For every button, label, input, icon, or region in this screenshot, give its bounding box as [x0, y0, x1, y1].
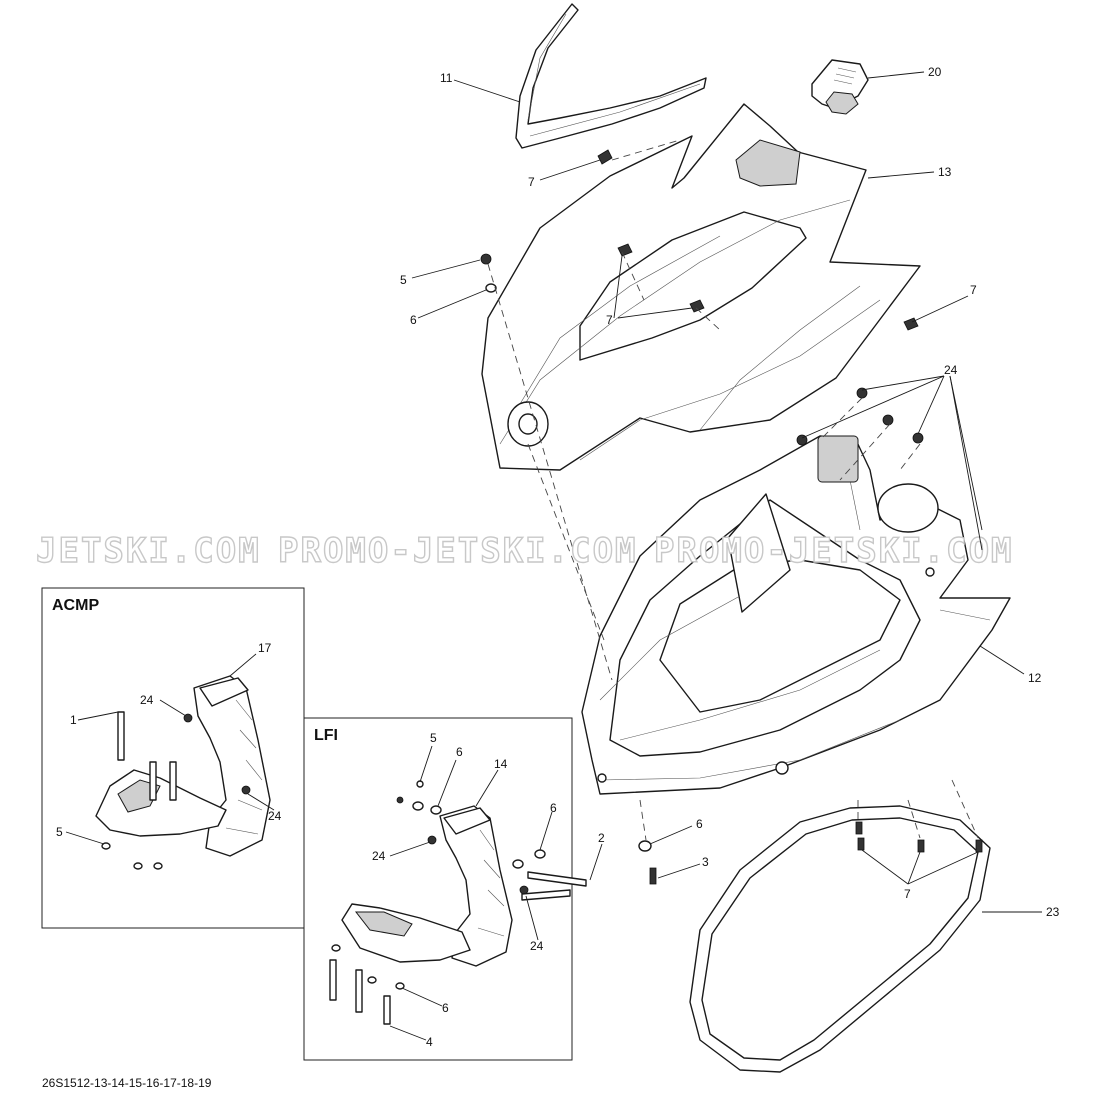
callout-6-lower: 6	[696, 817, 703, 831]
callout-7-top: 7	[528, 175, 535, 189]
lfi-callout-6c: 6	[442, 1001, 449, 1015]
acmp-callout-1: 1	[70, 713, 77, 727]
lfi-callout-4: 4	[426, 1035, 433, 1049]
lfi-callout-5: 5	[430, 731, 437, 745]
watermark: JETSKI.COM PROMO-JETSKI.COM PROMO-JETSKI…	[35, 530, 1014, 571]
inset-lfi-title: LFI	[314, 727, 338, 744]
inset-acmp: ACMP 24 17 1 24 5	[41, 587, 305, 929]
inset-acmp-title: ACMP	[52, 597, 99, 614]
acmp-callout-24a: 24	[140, 693, 154, 707]
callout-23: 23	[1046, 905, 1060, 919]
part-13-top-cover	[481, 103, 921, 471]
callout-11: 11	[440, 71, 453, 85]
callout-13: 13	[938, 165, 952, 179]
lfi-callout-24b: 24	[530, 939, 544, 953]
inset-lfi: LFI 5 6 14 6 2 24 24	[303, 717, 605, 1061]
lfi-callout-14: 14	[494, 757, 508, 771]
callout-3: 3	[702, 855, 709, 869]
part-11-windshield-trim	[515, 3, 707, 149]
callout-6-main: 6	[410, 313, 417, 327]
lfi-callout-24a: 24	[372, 849, 386, 863]
acmp-callout-17: 17	[258, 641, 272, 655]
acmp-callout-24b: 24	[268, 809, 282, 823]
main-callouts: 11 20 13 7 5 6 7 7 24 12 6 3 7 23	[400, 65, 1060, 919]
callout-20: 20	[928, 65, 942, 79]
part-20-cover-cap	[811, 59, 869, 115]
part-23-seal	[689, 805, 991, 1073]
watermark-segment-2: PROMO-JETSKI.COM	[278, 531, 638, 571]
lfi-callout-2: 2	[598, 831, 605, 845]
callout-12: 12	[1028, 671, 1042, 685]
main-fasteners	[480, 149, 983, 885]
callout-7-mid: 7	[606, 313, 613, 327]
callout-7-right: 7	[970, 283, 977, 297]
acmp-callout-5: 5	[56, 825, 63, 839]
watermark-segment-1: JETSKI.COM	[36, 531, 261, 571]
part-12-front-body	[581, 435, 1011, 795]
lfi-callout-6b: 6	[550, 801, 557, 815]
diagram-code: 26S1512-13-14-15-16-17-18-19	[42, 1076, 212, 1090]
lfi-callout-6a: 6	[456, 745, 463, 759]
callout-7-bottom: 7	[904, 887, 911, 901]
assembly-lines	[487, 139, 979, 841]
callout-5-main: 5	[400, 273, 407, 287]
callout-24-top: 24	[944, 363, 958, 377]
watermark-segment-3: PROMO-JETSKI.COM	[654, 531, 1014, 571]
